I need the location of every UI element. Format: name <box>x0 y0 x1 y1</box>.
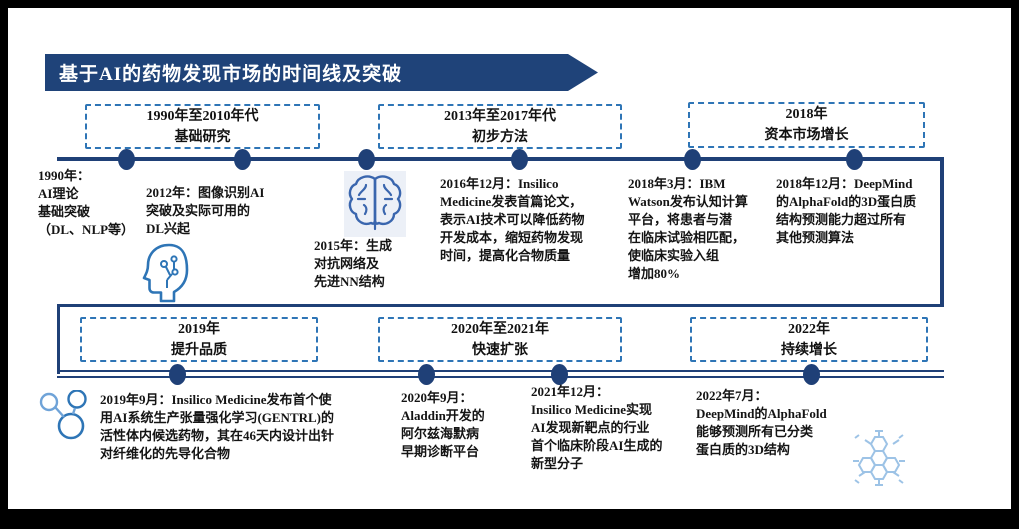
event-2012: 2012年：图像识别AI 突破及实际可用的 DL兴起 <box>146 185 265 236</box>
event-2022-07: 2022年7月： DeepMind的AlphaFold 能够预测所有已分类 蛋白… <box>696 388 827 457</box>
molecule-icon <box>37 390 97 442</box>
brain-icon <box>344 171 406 237</box>
phase-period: 2019年 <box>178 321 220 337</box>
phase-label: 快速扩张 <box>472 342 528 358</box>
phase-period: 2013年至2017年代 <box>444 108 556 124</box>
event-2018-03: 2018年3月：IBM Watson发布认知计算 平台，将患者与潜 在临床试验相… <box>628 176 748 281</box>
timeline-middle-line <box>57 304 944 307</box>
event-2015: 2015年：生成 对抗网络及 先进NN结构 <box>314 238 393 289</box>
timeline-bottom-line <box>57 370 944 378</box>
timeline-top-line <box>57 157 944 161</box>
ai-head-icon <box>138 241 196 305</box>
phase-label: 初步方法 <box>472 129 528 145</box>
phase-box-2019: 2019年 提升品质 <box>80 317 318 362</box>
phase-box-2022: 2022年 持续增长 <box>690 317 928 362</box>
timeline-node <box>358 149 375 170</box>
title-banner: 基于AI的药物发现市场的时间线及突破 <box>45 54 598 91</box>
timeline-node <box>118 149 135 170</box>
timeline-left-line <box>57 304 60 374</box>
hex-molecule-icon <box>852 430 906 488</box>
phase-label: 资本市场增长 <box>764 128 849 143</box>
phase-label: 基础研究 <box>174 129 231 145</box>
phase-period: 1990年至2010年代 <box>146 108 259 124</box>
phase-label: 持续增长 <box>781 342 837 358</box>
timeline-node <box>846 149 863 170</box>
timeline-right-line <box>940 157 944 307</box>
phase-box-1990s: 1990年至2010年代 基础研究 <box>85 104 320 149</box>
event-1990: 1990年： AI理论 基础突破 （DL、NLP等） <box>38 168 135 237</box>
phase-period: 2022年 <box>788 321 830 337</box>
event-2019-09: 2019年9月：Insilico Medicine发布首个使 用AI系统生产张量… <box>100 392 335 461</box>
event-2021-12: 2021年12月： Insilico Medicine实现 AI发现新靶点的行业… <box>531 384 663 471</box>
phase-box-2020-2021: 2020年至2021年 快速扩张 <box>378 317 622 362</box>
phase-box-2018: 2018年 资本市场增长 <box>688 102 925 148</box>
timeline-node <box>169 364 186 385</box>
timeline-node <box>803 364 820 385</box>
timeline-node <box>684 149 701 170</box>
phase-label: 提升品质 <box>171 342 227 358</box>
timeline-node <box>511 149 528 170</box>
slide-canvas <box>8 8 1011 509</box>
phase-period: 2020年至2021年 <box>451 321 549 337</box>
timeline-node <box>418 364 435 385</box>
phase-box-2013-2017: 2013年至2017年代 初步方法 <box>378 104 622 149</box>
event-2016-12: 2016年12月：Insilico Medicine发表首篇论文， 表示AI技术… <box>440 176 585 263</box>
phase-period: 2018年 <box>785 107 828 122</box>
timeline-node <box>551 364 568 385</box>
page-title: 基于AI的药物发现市场的时间线及突破 <box>59 64 403 85</box>
event-2020-09: 2020年9月： Aladdin开发的 阿尔兹海默病 早期诊断平台 <box>401 390 485 459</box>
timeline-node <box>234 149 251 170</box>
event-2018-12: 2018年12月：DeepMind 的AlphaFold的3D蛋白质 结构预测能… <box>776 176 917 245</box>
